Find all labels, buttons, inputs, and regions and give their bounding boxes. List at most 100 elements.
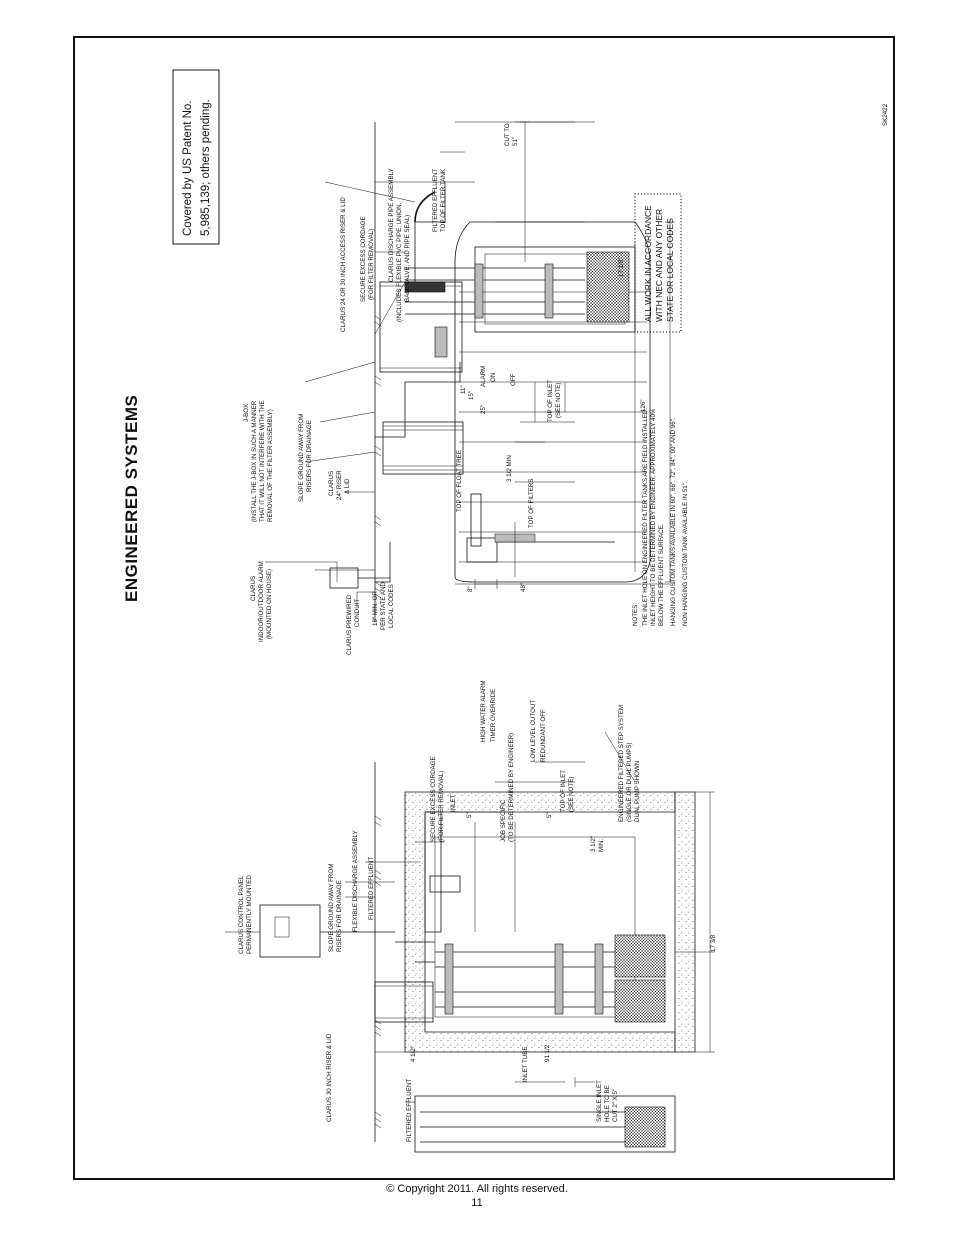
rcallout-step-3: DUAL PUMP SHOWN	[634, 761, 641, 822]
code-line-2: WITH NEC AND ANY OTHER	[654, 209, 664, 322]
rcallout-low-level: LOW LEVEL CUTOUT	[530, 700, 537, 762]
callout-cordage-2: (FOR FILTER REMOVAL)	[368, 229, 375, 300]
tank-section-diagram: CLARUS INDOOR/OUTDOOR ALARM (MOUNTED ON …	[243, 121, 689, 655]
rcallout-job-1: JOB SPECIFIC	[500, 799, 507, 842]
callout-jbox-2: (INSTALL THE J-BOX IN SUCH A MANNER	[251, 400, 258, 522]
callout-access-riser: CLARUS 24 OR 30 INCH ACCESS RISER & LID	[340, 197, 347, 332]
callout-alarm-1: CLARUS	[250, 576, 257, 601]
note-line-5: NON HANGING CUSTOM TANK AVAILABLE IN 51"…	[682, 481, 689, 626]
rdim-5a: 5"	[466, 812, 473, 818]
note-line-2: INLET HEIGHT TO BE DETERMINED BY ENGINEE…	[650, 408, 657, 626]
dim-min: 3 1/2 MIN	[506, 455, 513, 482]
callout-alarm-2: INDOOR/OUTDOOR ALARM	[258, 561, 265, 642]
patent-line-2: 5,985,139; others pending.	[200, 99, 212, 236]
callout-slope-1: SLOPE GROUND AWAY FROM	[298, 414, 305, 502]
page-number: 11	[471, 1197, 483, 1209]
rcallout-slope-1: SLOPE GROUND AWAY FROM	[328, 864, 335, 952]
rcallout-riser30: CLARUS 30 INCH RISER & LID	[326, 1033, 333, 1122]
indoor-alarm-icon	[329, 567, 359, 589]
dim-top-inlet-2: (SEE NOTE)	[555, 383, 562, 418]
rcallout-single-inlet-1: SINGLE INLET	[596, 1080, 603, 1122]
callout-jbox-1: J-BOX	[243, 404, 250, 422]
callout-riser24-1: CLARUS	[328, 471, 335, 496]
drawing-sheet: ENGINEERED SYSTEMS Covered by US Patent …	[73, 36, 895, 1180]
dim-15: 15"	[468, 391, 475, 400]
rcallout-flex: FLEXIBLE DISCHARGE ASSEMBLY	[352, 830, 359, 932]
callout-alarm-3: (MOUNTED ON HOUSE)	[266, 569, 273, 639]
dim-25: 25"	[480, 405, 487, 414]
callout-discharge-1: CLARUS DISCHARGE PIPE ASSEMBLY	[388, 168, 395, 282]
callout-prewired-1: CLARUS PREWIRED	[346, 594, 353, 655]
dim-top-inlet-1: TOP OF INLET	[547, 380, 554, 422]
callout-min-3: LOCAL CODES	[388, 584, 395, 628]
access-riser	[379, 281, 463, 373]
patent-box	[172, 69, 220, 245]
rcallout-filtered-effluent-2: FILTERED EFFLUENT	[406, 1079, 413, 1142]
rcallout-filtered-effluent: FILTERED EFFLUENT	[368, 857, 375, 920]
callout-cut-to-1: CUT TO	[504, 123, 511, 146]
rcallout-high-water: HIGH WATER ALARM	[480, 680, 487, 742]
copyright: © Copyright 2011. All rights reserved.	[386, 1183, 568, 1195]
rcallout-inlet-tube: INLET TUBE	[522, 1046, 529, 1082]
callout-min-1: 18" MIN. OR	[372, 591, 379, 626]
rcallout-job-2: (TO BE DETERMINED BY ENGINEER)	[508, 733, 515, 842]
dim-off: OFF	[510, 373, 517, 386]
engineered-systems-diagram: ENGINEERED SYSTEMS Covered by US Patent …	[122, 69, 889, 1153]
rdim-91: 91 1/2	[544, 1044, 551, 1062]
note-heading: NOTES:	[632, 603, 639, 626]
code-line-1: ALL WORK IN ACCORDANCE	[643, 205, 653, 322]
dim-on: ON	[490, 373, 497, 382]
note-line-1: THE INLET HOLE ON ENGINEERED FILTER TANK…	[642, 408, 649, 626]
filter-screen	[586, 251, 630, 323]
rcallout-single-inlet-3: CUT 2" X 5"	[612, 1089, 619, 1122]
rcallout-single-inlet-2: HOLE TO BE	[604, 1085, 611, 1122]
rdim-4: 4 1/2"	[410, 1046, 417, 1062]
callout-jbox-3: THAT IT WILL NOT INTERFERE WITH THE	[259, 400, 266, 522]
note-line-3: BELOW THE EFFLUENT SURFACE.	[658, 523, 665, 626]
callout-filtered-effluent: FILTERED EFFLUENT	[432, 169, 439, 232]
dim-8: 8"	[467, 586, 474, 592]
riser-section-diagram: CLARUS CONTROL PANEL PERMANENTLY MOUNTED…	[225, 680, 717, 1153]
code-box	[634, 193, 682, 333]
callout-cut-to-2: 51"	[512, 137, 519, 146]
rcallout-panel-1: CLARUS CONTROL PANEL	[238, 875, 245, 954]
rcallout-slope-2: RISERS FOR DRAINAGE	[336, 880, 343, 952]
callout-slope-2: RISERS FOR DRAINAGE	[306, 420, 313, 492]
rcallout-step-2: (SINGLE OR DUAL PUMPS)	[626, 742, 633, 822]
callout-prewired-2: CONDUIT	[354, 599, 361, 627]
callout-cordage-1: SECURE EXCESS CORDAGE	[360, 216, 367, 302]
dim-126: 126"	[640, 399, 647, 412]
rcallout-panel-2: PERMANENTLY MOUNTED	[246, 875, 253, 954]
rdim-5b: 5"	[546, 812, 553, 818]
rcallout-top-inlet-2: (SEE NOTE)	[568, 777, 575, 812]
dim-top-float: TOP OF FLOAT TREE	[456, 450, 463, 512]
rcallout-timer: TIMER OVERRIDE	[490, 689, 497, 742]
dim-alarm: ALARM	[480, 366, 487, 387]
dim-48: 48"	[520, 583, 527, 592]
callout-riser24-3: & LID	[344, 478, 351, 494]
patent-line-1: Covered by US Patent No.	[182, 100, 194, 236]
rcallout-step-1: ENGINEERED FILTERED STEP SYSTEM	[618, 705, 625, 822]
rcallout-redundant: REDUNDANT OFF	[540, 709, 547, 762]
riser-30	[374, 981, 434, 1023]
rcallout-cordage-1: SECURE EXCESS CORDAGE	[430, 756, 437, 842]
rcallout-top-inlet-1: TOP OF INLET	[560, 770, 567, 812]
drawing-id: SK2422	[882, 103, 889, 126]
rcallout-cordage-2: (FOR FILTER REMOVAL)	[438, 771, 445, 842]
riser-24	[382, 421, 464, 475]
callout-jbox-4: REMOVAL OF THE FILTER ASSEMBLY)	[267, 409, 274, 522]
rdim-17: 17 3/8	[710, 934, 717, 952]
callout-discharge-2: (INCLUDES FLEXIBLE PVC PIPE, UNION,	[396, 202, 403, 322]
callout-top-filter-tank: TOP OF FILTER TANK	[440, 168, 447, 232]
callout-min-2: PER STATE AND	[380, 582, 387, 630]
dim-17: 17 1/8"	[618, 258, 625, 277]
note-line-4: HANGING CUSTOM TANKS AVAILABLE IN 60", 6…	[670, 417, 677, 626]
callout-discharge-3: BALL VALVE, AND PIPE SEAL)	[404, 215, 411, 302]
rcallout-inlet: INLET	[450, 794, 457, 812]
dim-11: 11"	[460, 385, 467, 394]
dim-top-filters: TOP OF FILTERS	[528, 478, 535, 528]
callout-riser24-2: 24" RISER	[336, 470, 343, 500]
inlet-tube-detail	[414, 1095, 676, 1153]
control-panel-icon	[259, 904, 321, 958]
rdim-min-1: 3 1/2"	[590, 836, 597, 852]
